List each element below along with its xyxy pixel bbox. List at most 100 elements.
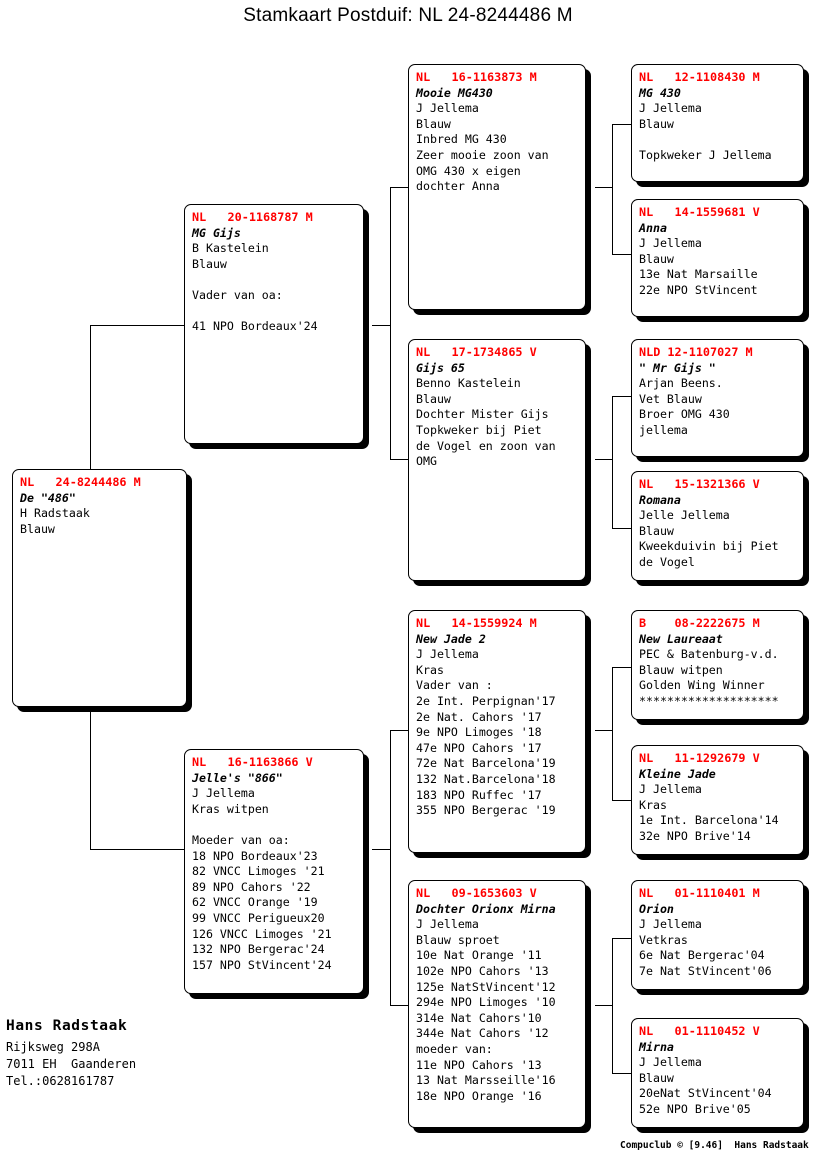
detail-line: Blauw sproet [416, 932, 500, 947]
connector-mm-stem [595, 1005, 612, 1006]
connector-fm-to-fmf [612, 396, 631, 397]
detail-line: Inbred MG 430 [416, 132, 507, 147]
detail-line: Broer OMG 430 [639, 407, 730, 422]
detail-line: Blauw [639, 523, 674, 538]
pigeon-nickname: Mooie MG430 [416, 85, 493, 100]
connector-ff-vertical [612, 124, 613, 254]
detail-line: 9e NPO Limoges '18 [416, 725, 542, 740]
detail-line: 11e NPO Cahors '13 [416, 1057, 542, 1072]
detail-line: 62 VNCC Orange '19 [192, 895, 318, 910]
pedigree-box-fm-father[interactable]: NLD 12-1107027 M " Mr Gijs " Arjan Beens… [631, 339, 804, 457]
detail-line: J Jellema [639, 782, 702, 797]
detail-line: Blauw [639, 251, 674, 266]
connector-mf-stem [595, 730, 612, 731]
software-credit: Compuclub © [9.46] Hans Radstaak [620, 1140, 809, 1151]
detail-line: Topkweker J Jellema [639, 147, 772, 162]
pigeon-nickname: Anna [639, 220, 667, 235]
detail-line: 82 VNCC Limoges '21 [192, 864, 325, 879]
detail-line: Dochter Mister Gijs [416, 407, 549, 422]
pigeon-nickname: Gijs 65 [416, 360, 465, 375]
owner-name: Hans Radstaak [6, 1018, 128, 1034]
detail-line: 72e Nat Barcelona'19 [416, 756, 556, 771]
pigeon-nickname: MG 430 [639, 85, 681, 100]
connector-father-stem [372, 325, 390, 326]
detail-line: Blauw [416, 391, 451, 406]
detail-line: B Kastelein [192, 241, 269, 256]
ring-number: NL 14-1559681 V [639, 205, 760, 219]
ring-number: NL 11-1292679 V [639, 751, 760, 765]
detail-line: 355 NPO Bergerac '19 [416, 803, 556, 818]
detail-line: Topkweker bij Piet [416, 422, 542, 437]
detail-line: 344e Nat Cahors '12 [416, 1026, 549, 1041]
connector-ff-to-fff [612, 124, 631, 125]
detail-line: PEC & Batenburg-v.d. [639, 647, 779, 662]
detail-line: Benno Kastelein [416, 376, 521, 391]
detail-line: 157 NPO StVincent'24 [192, 957, 332, 972]
detail-line: J Jellema [416, 647, 479, 662]
ring-number: NL 17-1734865 V [416, 345, 537, 359]
detail-line: 41 NPO Bordeaux'24 [192, 319, 318, 334]
detail-line: 183 NPO Ruffec '17 [416, 787, 542, 802]
detail-line: 125e NatStVincent'12 [416, 979, 556, 994]
pigeon-nickname: Jelle's "866" [192, 770, 283, 785]
page-title: Stamkaart Postduif: NL 24-8244486 M [243, 5, 573, 26]
detail-line: Blauw [192, 256, 227, 271]
connector-mf-vertical [612, 667, 613, 800]
ring-number: B 08-2222675 M [639, 616, 760, 630]
ring-number: NL 15-1321366 V [639, 477, 760, 491]
connector-mm-vertical [612, 938, 613, 1073]
detail-line: 13e Nat Marsaille [639, 267, 758, 282]
pedigree-box-mf-father[interactable]: B 08-2222675 M New Laureaat PEC & Batenb… [631, 610, 804, 720]
detail-line: Kras [639, 797, 667, 812]
spacer-line [192, 817, 356, 833]
detail-line: Blauw [639, 1070, 674, 1085]
detail-line: J Jellema [639, 917, 702, 932]
detail-line: 13 Nat Marsseille'16 [416, 1073, 556, 1088]
connector-fm-stem [595, 459, 612, 460]
detail-line: moeder van: [416, 1041, 493, 1056]
connector-mother-to-mm [390, 1005, 408, 1006]
detail-line: Kras [416, 662, 444, 677]
detail-line: Kweekduivin bij Piet [639, 539, 779, 554]
connector-fm-vertical [612, 396, 613, 528]
connector-mf-to-mfm [612, 800, 631, 801]
detail-line: 99 VNCC Perigueux20 [192, 910, 325, 925]
pigeon-nickname: Kleine Jade [639, 766, 716, 781]
owner-info-block: Hans Radstaak Rijksweg 298A 7011 EH Gaan… [6, 1018, 136, 1090]
detail-line: Golden Wing Winner [639, 678, 765, 693]
detail-line: 18e NPO Orange '16 [416, 1088, 542, 1103]
connector-fm-to-fmm [612, 528, 631, 529]
detail-line: OMG [416, 454, 437, 469]
pedigree-box-mother-mother[interactable]: NL 09-1653603 V Dochter Orionx Mirna J J… [408, 880, 586, 1128]
ring-number: NL 12-1108430 M [639, 70, 760, 84]
connector-mother-stem [372, 849, 390, 850]
detail-line: 47e NPO Cahors '17 [416, 740, 542, 755]
detail-line: Vader van : [416, 678, 493, 693]
detail-line: 7e Nat StVincent'06 [639, 963, 772, 978]
detail-line: de Vogel en zoon van [416, 438, 556, 453]
detail-line: Vader van oa: [192, 287, 283, 302]
detail-line: 2e Int. Perpignan'17 [416, 693, 556, 708]
pigeon-nickname: Orion [639, 901, 674, 916]
pigeon-nickname: Romana [639, 492, 681, 507]
ring-number: NL 14-1559924 M [416, 616, 537, 630]
